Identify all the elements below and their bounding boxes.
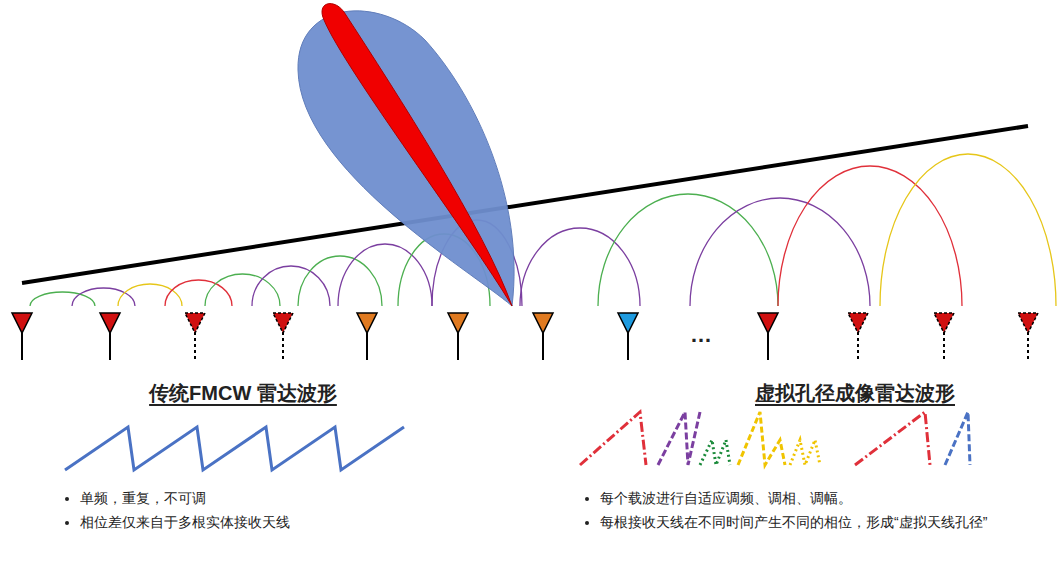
antenna-symbol [1018, 313, 1038, 360]
antenna-symbol [273, 313, 293, 360]
phase-arc [252, 266, 330, 306]
fmcw-waveform [65, 427, 404, 470]
antenna-symbol [758, 313, 778, 360]
bullet-note: 每个载波进行自适应调频、调相、调幅。 [600, 488, 1030, 508]
modulated-carrier [855, 412, 930, 465]
phase-arcs [30, 154, 1056, 306]
phase-arc [165, 280, 232, 306]
modulated-carrier [790, 440, 820, 465]
bullet-note: 单频，重复，不可调 [80, 488, 460, 508]
phase-arc [72, 288, 135, 306]
modulated-carrier [658, 412, 700, 465]
antenna-symbol [12, 313, 32, 360]
antenna-symbol [934, 313, 954, 360]
antenna-symbol [618, 313, 638, 360]
phase-arc [598, 194, 778, 306]
phase-arc [880, 154, 1056, 306]
narrow-beam [322, 4, 512, 306]
antenna-symbol [533, 313, 553, 360]
section-heading: 传统FMCW 雷达波形 [149, 380, 337, 407]
modulated-carrier [738, 412, 785, 465]
phase-arc [778, 166, 962, 306]
phase-arc [338, 244, 432, 306]
section-heading: 虚拟孔径成像雷达波形 [755, 380, 955, 407]
antenna-symbol [848, 313, 868, 360]
antenna-symbol [100, 313, 120, 360]
bullet-note: 每根接收天线在不同时间产生不同的相位，形成“虚拟天线孔径” [600, 512, 1030, 532]
phase-arc [690, 198, 870, 306]
phase-arc [205, 274, 280, 306]
antenna-symbol [448, 313, 468, 360]
sawtooth [65, 427, 404, 470]
modulated-carrier [580, 412, 646, 465]
phase-arc [30, 292, 95, 306]
bullet-note: 相位差仅来自于多根实体接收天线 [80, 512, 460, 532]
antenna-symbol [357, 313, 377, 360]
modulated-carrier [700, 440, 730, 465]
wide-beam [298, 11, 514, 306]
ellipsis: … [690, 322, 712, 348]
phase-arc [520, 228, 640, 306]
antenna-symbol [185, 313, 205, 360]
phase-arc [118, 284, 182, 306]
phase-arc [298, 256, 382, 306]
modulated-carrier [945, 412, 970, 465]
antenna-array [12, 313, 1038, 360]
virtual-aperture-waveform [580, 412, 970, 465]
target-line [22, 126, 1028, 283]
